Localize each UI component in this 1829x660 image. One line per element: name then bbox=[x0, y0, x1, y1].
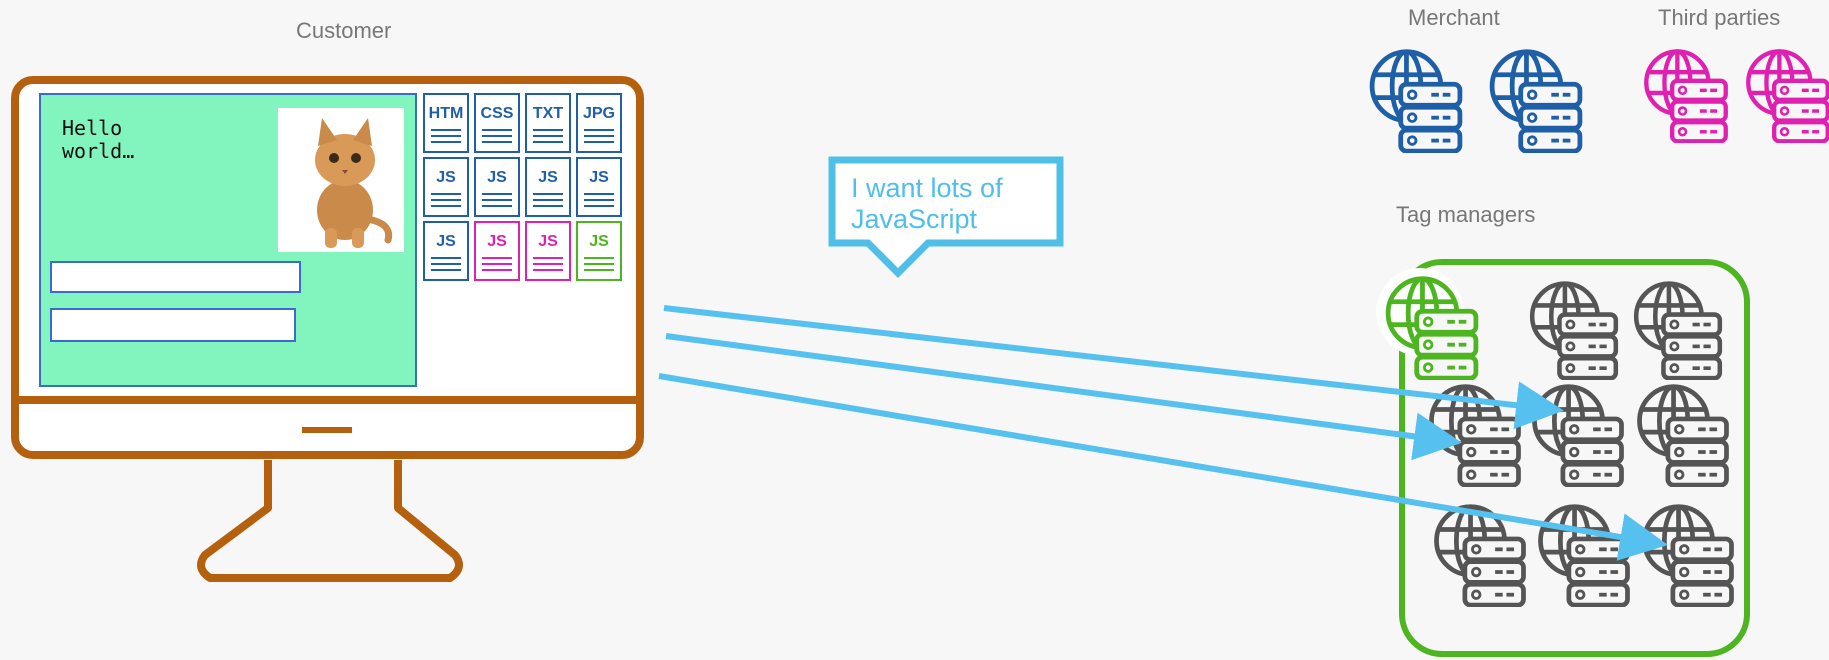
hello-text-line1: Hello bbox=[62, 116, 122, 140]
file-type-label: JS bbox=[538, 233, 558, 250]
file-icon: HTM bbox=[423, 93, 469, 153]
server-icon bbox=[1532, 284, 1616, 379]
server-icon bbox=[1640, 387, 1727, 485]
third-party-server-icon bbox=[1748, 51, 1827, 141]
server-icon bbox=[1541, 507, 1628, 605]
file-icon: JS bbox=[423, 157, 469, 217]
file-icon: JS bbox=[525, 221, 571, 281]
file-icon: CSS bbox=[474, 93, 520, 153]
file-icon: JS bbox=[576, 157, 622, 217]
file-icon: JS bbox=[576, 221, 622, 281]
file-grid: HTM CSS TXT JPG JS JS JS JS JS JS JS JS bbox=[423, 93, 622, 281]
file-type-label: JPG bbox=[583, 105, 615, 122]
third-party-server-icon bbox=[1646, 51, 1725, 141]
bubble-line1: I want lots of bbox=[851, 173, 1003, 203]
third-parties-label: Third parties bbox=[1658, 5, 1781, 30]
file-type-label: JS bbox=[436, 169, 456, 186]
server-icon bbox=[1645, 507, 1732, 605]
merchant-server-icon bbox=[1492, 52, 1580, 151]
file-icon: JS bbox=[474, 221, 520, 281]
file-icon: TXT bbox=[525, 93, 571, 153]
file-type-label: HTM bbox=[429, 105, 464, 122]
server-icon bbox=[1535, 387, 1622, 485]
bubble-line2: JavaScript bbox=[851, 204, 978, 234]
customer-label: Customer bbox=[296, 18, 392, 43]
file-icon: JS bbox=[474, 157, 520, 217]
file-type-label: CSS bbox=[481, 105, 514, 122]
arrow bbox=[658, 373, 1668, 561]
file-type-label: JS bbox=[589, 233, 609, 250]
file-icon: JS bbox=[525, 157, 571, 217]
merchant-server-icon bbox=[1372, 52, 1460, 151]
arrow bbox=[665, 333, 1462, 461]
server-icon bbox=[1636, 284, 1720, 379]
request-arrows bbox=[658, 305, 1668, 561]
file-type-label: JS bbox=[436, 233, 456, 250]
file-icon: JPG bbox=[576, 93, 622, 153]
file-type-label: JS bbox=[487, 233, 507, 250]
hello-text-line2: world… bbox=[62, 139, 134, 163]
file-type-label: JS bbox=[538, 169, 558, 186]
speech-bubble: I want lots of JavaScript bbox=[828, 156, 1064, 278]
file-type-label: JS bbox=[487, 169, 507, 186]
file-icon: JS bbox=[423, 221, 469, 281]
merchant-label: Merchant bbox=[1408, 5, 1500, 30]
file-type-label: JS bbox=[589, 169, 609, 186]
text-input-2[interactable] bbox=[50, 308, 296, 342]
tag-managers-label: Tag managers bbox=[1396, 202, 1536, 227]
text-input-1[interactable] bbox=[50, 261, 301, 293]
tag-managers-box bbox=[1399, 259, 1750, 657]
kitten-image bbox=[278, 108, 404, 252]
webpage-screen: Hello world… bbox=[39, 93, 417, 387]
arrow bbox=[663, 305, 1564, 430]
file-type-label: TXT bbox=[533, 105, 563, 122]
